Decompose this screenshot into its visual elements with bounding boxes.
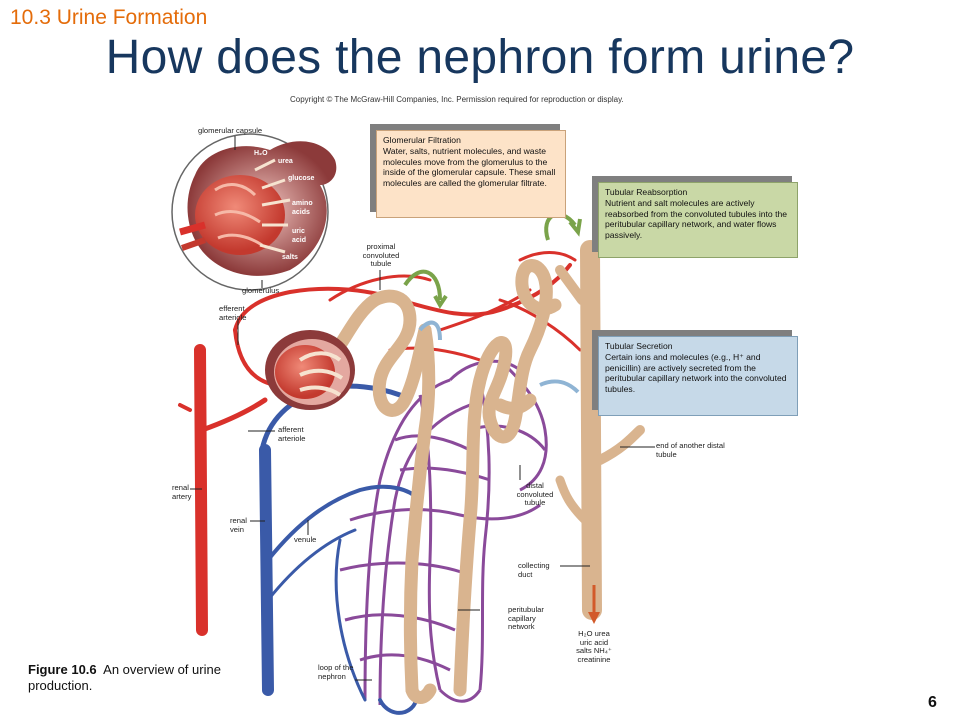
figure-caption: Figure 10.6 An overview of urine product… [28,662,238,694]
label-afferent-arteriole: afferent arteriole [278,425,306,443]
slide-title: How does the nephron form urine? [105,31,855,84]
filtration-heading: Glomerular Filtration [383,135,461,145]
label-inset-uric-acid: uric acid [292,228,307,244]
figure-caption-text: An overview of urine production. [28,662,221,693]
collecting-duct [555,240,645,620]
venous-system [259,383,422,715]
label-inset-glucose: glucose [288,175,315,182]
label-glomerulus: glomerulus [242,286,280,295]
label-inset-amino-acids: amino acids [292,200,313,216]
tubular-secretion-box: Tubular Secretion Certain ions and molec… [598,336,798,416]
leader-lines [190,136,655,681]
page-number: 6 [928,694,937,711]
section-heading: 10.3 Urine Formation [10,6,208,29]
label-glomerular-capsule: glomerular capsule [198,126,263,135]
glomerulus-main [265,330,355,410]
reabsorption-heading: Tubular Reabsorption [605,187,688,197]
glomerulus-inset [171,133,337,291]
nephron-tubule [333,259,562,704]
reabsorption-text: Nutrient and salt molecules are actively… [605,197,788,241]
label-end-of-distal-tubule: end of another distal tubule [656,441,725,459]
secretion-text: Certain ions and molecules (e.g., H⁺ and… [605,351,787,395]
label-distal-tubule: distal convoluted tubule [516,481,554,508]
secretion-heading: Tubular Secretion [605,341,673,351]
label-peritubular-network: peritubular capillary network [508,605,544,632]
filtration-text: Water, salts, nutrient molecules, and wa… [383,145,556,189]
label-renal-vein: renal vein [230,516,247,534]
urine-arrow-icon [588,585,600,624]
tubular-reabsorption-box: Tubular Reabsorption Nutrient and salt m… [598,182,798,258]
glomerular-filtration-box: Glomerular Filtration Water, salts, nutr… [376,130,566,218]
label-inset-salts: salts [282,254,298,261]
label-venule: venule [294,535,317,544]
label-urine-components: H₂O urea uric acid salts NH₄⁺ creatinine [576,629,612,664]
label-proximal-tubule: proximal convoluted tubule [362,242,400,269]
label-inset-h2o: H₂O [254,150,268,157]
label-renal-artery: renal artery [172,483,192,501]
label-collecting-duct: collecting duct [518,561,550,579]
figure-number: Figure 10.6 [28,662,97,677]
label-loop-of-nephron: loop of the nephron [318,663,354,681]
copyright-notice: Copyright © The McGraw-Hill Companies, I… [290,95,624,104]
label-efferent-arteriole: efferent arteriole [219,304,247,322]
label-inset-urea: urea [278,158,293,165]
